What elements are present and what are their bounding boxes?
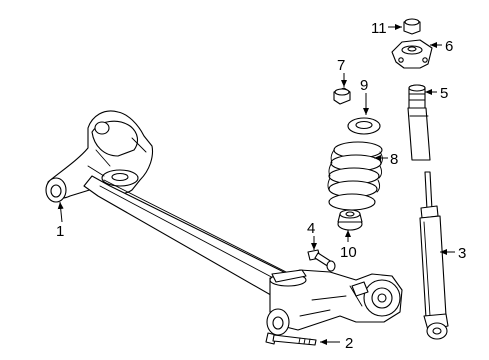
upper-mount bbox=[391, 39, 433, 69]
callout-label-3: 3 bbox=[458, 245, 466, 262]
callout-label-2: 2 bbox=[345, 335, 353, 352]
callout-9: 9 bbox=[360, 77, 369, 115]
nut bbox=[333, 87, 351, 105]
stud-bolt bbox=[307, 249, 336, 272]
shock-absorber bbox=[419, 171, 449, 340]
callout-7: 7 bbox=[337, 57, 347, 87]
lower-spring-insulator bbox=[337, 209, 363, 231]
callout-label-10: 10 bbox=[340, 244, 357, 261]
callout-3: 3 bbox=[440, 245, 466, 262]
callout-label-1: 1 bbox=[56, 223, 64, 240]
callout-11: 11 bbox=[371, 20, 402, 37]
callout-8: 8 bbox=[374, 151, 398, 168]
axle-beam bbox=[45, 110, 403, 336]
nut-top bbox=[403, 18, 421, 35]
callout-label-9: 9 bbox=[360, 77, 368, 94]
callout-6: 6 bbox=[430, 38, 453, 55]
callout-label-7: 7 bbox=[337, 57, 345, 74]
callout-label-6: 6 bbox=[445, 38, 453, 55]
callout-label-4: 4 bbox=[307, 220, 315, 237]
callout-4: 4 bbox=[307, 220, 317, 250]
callout-5: 5 bbox=[425, 85, 448, 102]
callout-label-11: 11 bbox=[371, 20, 387, 37]
coil-spring bbox=[327, 141, 383, 211]
callout-2: 2 bbox=[320, 335, 353, 352]
mounting-bolt bbox=[265, 332, 317, 346]
callout-1: 1 bbox=[56, 201, 64, 240]
upper-spring-insulator bbox=[347, 117, 381, 135]
bump-stop bbox=[407, 84, 431, 161]
callout-10: 10 bbox=[340, 230, 357, 261]
callout-label-5: 5 bbox=[440, 85, 448, 102]
callout-label-8: 8 bbox=[390, 151, 398, 168]
